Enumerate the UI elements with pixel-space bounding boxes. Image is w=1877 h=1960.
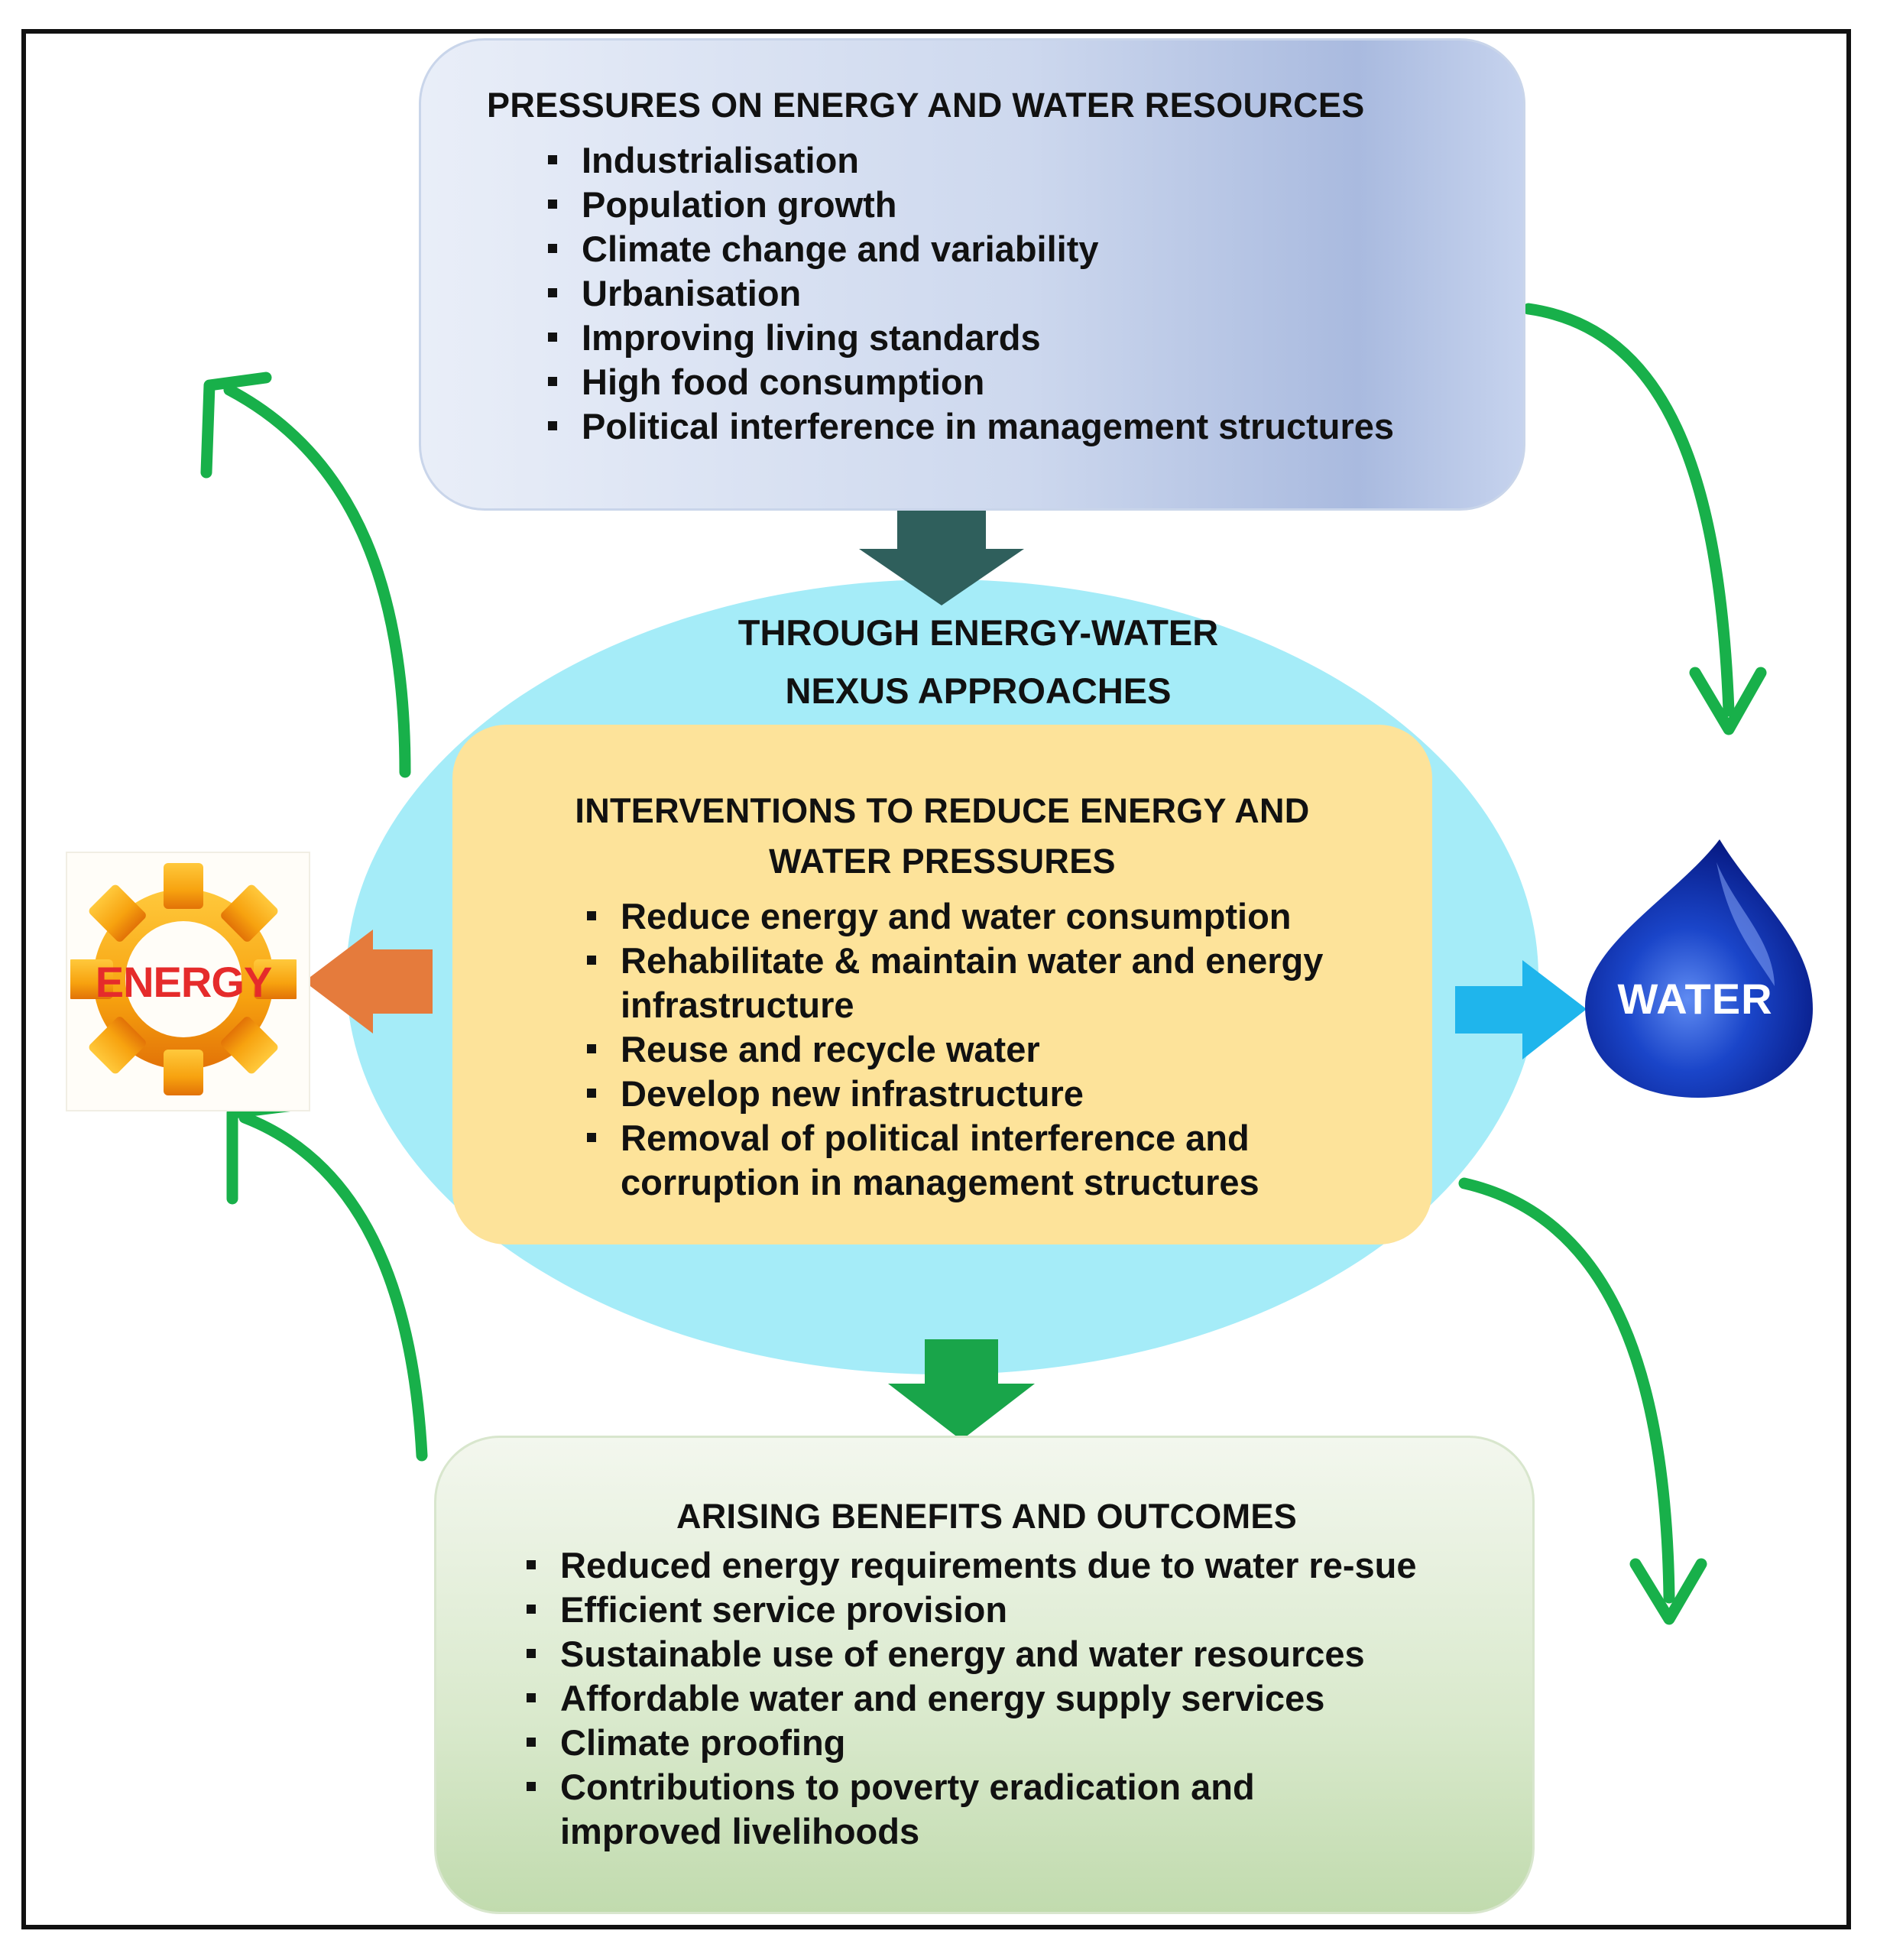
list-item: Climate change and variability — [545, 227, 1523, 271]
arrow-to-energy — [304, 930, 433, 1034]
list-item: High food consumption — [545, 360, 1523, 404]
water-drop-highlight — [1717, 862, 1775, 986]
list-item: Sustainable use of energy and water reso… — [524, 1632, 1479, 1676]
nexus-title-line1: THROUGH ENERGY-WATER — [738, 612, 1219, 653]
water-label: WATER — [1617, 975, 1773, 1023]
figure-frame — [21, 29, 1851, 1929]
list-item: Develop new infrastructure — [584, 1072, 1386, 1116]
curved-arrow-top-left-head — [200, 372, 272, 479]
down-arrow-pressures — [859, 508, 1024, 605]
benefits-box: ARISING BENEFITS AND OUTCOMES Reduced en… — [434, 1436, 1535, 1914]
list-item: Industrialisation — [545, 138, 1523, 183]
list-item: Reduce energy and water consumption — [584, 894, 1386, 939]
water-drop-icon — [1585, 839, 1813, 1098]
list-item: Rehabilitate & maintain water and energy… — [584, 939, 1386, 1027]
interventions-heading-line2: WATER PRESSURES — [769, 842, 1116, 881]
interventions-box: INTERVENTIONS TO REDUCE ENERGY AND WATER… — [452, 725, 1432, 1244]
nexus-title-line2: NEXUS APPROACHES — [785, 670, 1172, 711]
benefits-list: Reduced energy requirements due to water… — [524, 1543, 1479, 1854]
list-item: Population growth — [545, 183, 1523, 227]
pressures-list: Industrialisation Population growth Clim… — [545, 138, 1523, 449]
curved-arrow-top-left — [223, 384, 411, 778]
gear-icon — [70, 863, 297, 1095]
list-item: Affordable water and energy supply servi… — [524, 1676, 1479, 1721]
nexus-title: THROUGH ENERGY-WATER NEXUS APPROACHES — [596, 604, 1360, 720]
list-item: Reuse and recycle water — [584, 1027, 1386, 1072]
energy-label: ENERGY — [95, 958, 273, 1006]
list-item: Improving living standards — [545, 316, 1523, 360]
interventions-heading-line1: INTERVENTIONS TO REDUCE ENERGY AND — [575, 791, 1310, 830]
curved-arrow-bottom-right — [1458, 1177, 1675, 1604]
interventions-heading: INTERVENTIONS TO REDUCE ENERGY AND WATER… — [452, 786, 1432, 887]
list-item: Removal of political interference and co… — [584, 1116, 1386, 1205]
down-arrow-benefits — [888, 1339, 1035, 1440]
arrow-to-water — [1455, 960, 1587, 1060]
interventions-list: Reduce energy and water consumption Reha… — [584, 894, 1386, 1205]
curved-arrow-bottom-right-head — [1629, 1558, 1707, 1625]
benefits-heading: ARISING BENEFITS AND OUTCOMES — [676, 1497, 1298, 1536]
curved-arrow-bottom-left — [238, 1111, 428, 1462]
list-item: Reduced energy requirements due to water… — [524, 1543, 1479, 1588]
list-item: Urbanisation — [545, 271, 1523, 316]
curved-arrow-top-right — [1522, 303, 1735, 717]
list-item: Political interference in management str… — [545, 404, 1523, 449]
pressures-heading: PRESSURES ON ENERGY AND WATER RESOURCES — [487, 86, 1365, 125]
list-item: Climate proofing — [524, 1721, 1479, 1765]
curved-arrow-top-right-head — [1689, 667, 1767, 735]
list-item: Contributions to poverty eradication and… — [524, 1765, 1324, 1854]
list-item: Efficient service provision — [524, 1588, 1479, 1632]
pressures-box: PRESSURES ON ENERGY AND WATER RESOURCES … — [419, 38, 1525, 511]
